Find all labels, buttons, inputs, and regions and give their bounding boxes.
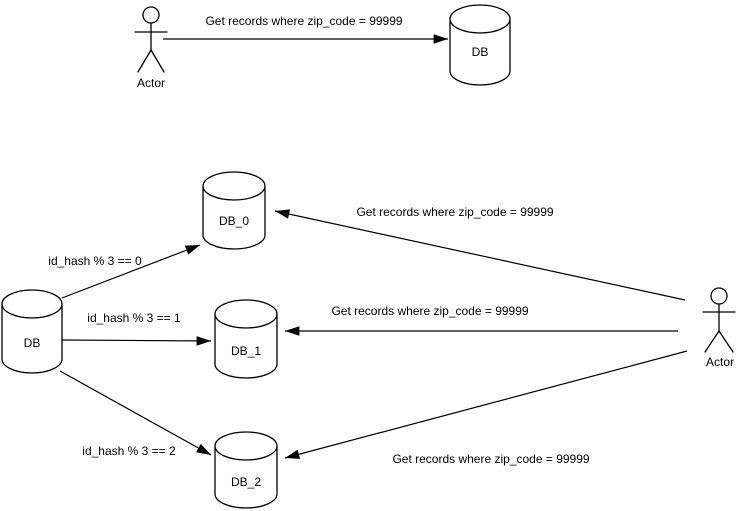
shard-db0-cylinder-icon bbox=[202, 171, 266, 250]
top-scenario: Actor Get records where zip_code = 99999… bbox=[134, 4, 511, 90]
shard-db0-label: DB_0 bbox=[219, 214, 249, 228]
top-query-label: Get records where zip_code = 99999 bbox=[205, 14, 402, 28]
actor-right-leg-line bbox=[150, 49, 165, 73]
shard-db2-cylinder-icon bbox=[214, 431, 278, 509]
query-arrow-db0 bbox=[274, 209, 686, 301]
route-arrow-db0 bbox=[61, 244, 201, 299]
actor-left-leg-line bbox=[704, 330, 720, 353]
actor-head-icon bbox=[142, 6, 160, 24]
top-actor-label: Actor bbox=[137, 76, 165, 90]
route-condition-db0-label: id_hash % 3 == 0 bbox=[48, 254, 142, 268]
source-database-cylinder-icon bbox=[1, 289, 63, 374]
sharded-actor-label: Actor bbox=[706, 355, 734, 369]
sharded-scenario: DB DB_0 DB_1 DB_2 id_hash % 3 == 0 id_ha… bbox=[1, 171, 736, 509]
route-arrow-db2 bbox=[59, 370, 212, 456]
top-database-label: DB bbox=[472, 45, 489, 59]
source-database-label: DB bbox=[24, 336, 41, 350]
route-arrow-db1 bbox=[61, 336, 212, 346]
actor-head-icon bbox=[710, 287, 728, 305]
route-condition-db2-label: id_hash % 3 == 2 bbox=[82, 444, 176, 458]
actor-right-leg-line bbox=[718, 330, 734, 353]
query-db0-label: Get records where zip_code = 99999 bbox=[356, 205, 553, 219]
sharded-actor-figure bbox=[702, 287, 736, 353]
route-condition-db1-label: id_hash % 3 == 1 bbox=[87, 311, 181, 325]
shard-db1-label: DB_1 bbox=[231, 344, 261, 358]
query-db1-label: Get records where zip_code = 99999 bbox=[331, 304, 528, 318]
query-db2-label: Get records where zip_code = 99999 bbox=[392, 452, 589, 466]
top-actor-figure bbox=[134, 6, 168, 73]
shard-db2-label: DB_2 bbox=[231, 475, 261, 489]
query-arrow-db2 bbox=[284, 350, 688, 459]
shard-db1-cylinder-icon bbox=[214, 299, 278, 379]
actor-left-leg-line bbox=[137, 49, 152, 73]
top-database-cylinder-icon bbox=[449, 4, 511, 86]
